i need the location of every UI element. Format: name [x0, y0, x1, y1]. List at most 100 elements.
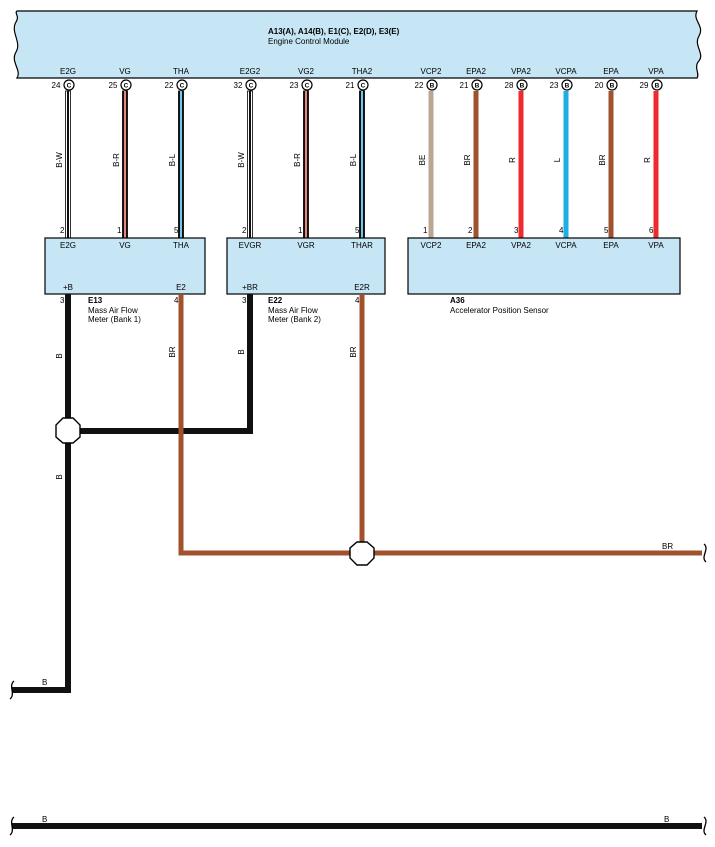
wire-core-vcp2 — [428, 91, 434, 238]
a36-id: A36 — [450, 296, 465, 305]
br-wire-e13-ground — [178, 294, 702, 556]
e22-name-line1: Mass Air Flow — [268, 306, 318, 315]
e22-label-plus-br: +BR — [242, 283, 258, 292]
ecm-terminal-label-tha: THA — [173, 67, 190, 76]
ecm-terminal-label-epa2: EPA2 — [466, 67, 486, 76]
e13-label-plus-b: +B — [63, 283, 73, 292]
wire-code-e2g2: B-W — [237, 152, 246, 168]
wire-core-vg2 — [305, 91, 307, 238]
ecm-connector-letter-vcp2: B — [430, 83, 435, 90]
ecm-connector-letter-vg2: C — [305, 83, 310, 90]
a36-pin-vcpa: 4 — [559, 226, 564, 235]
ecm-connector-letter-epa2: B — [475, 83, 480, 90]
e13-name-line1: Mass Air Flow — [88, 306, 138, 315]
b-label-bottom-right: B — [664, 815, 669, 824]
splice-point-b — [55, 417, 81, 444]
e22-label-e2r: E2R — [354, 283, 370, 292]
ecm-connector-circle-vpa2 — [516, 79, 528, 91]
br-label-e22: BR — [349, 346, 358, 357]
ecm-pin-tha2: 21 — [346, 81, 355, 90]
a36-label-vpa2: VPA2 — [511, 241, 531, 250]
e22-label-thar: THAR — [351, 241, 373, 250]
e22-id: E22 — [268, 296, 283, 305]
wire-code-vg2: B-R — [293, 153, 302, 167]
ecm-connector-letter-tha2: C — [361, 83, 366, 90]
ecm-pin-tha: 22 — [165, 81, 174, 90]
ecm-connector-letter-e2g: C — [67, 83, 72, 90]
ecm-connector-letter-epa: B — [610, 83, 615, 90]
wire-code-epa: BR — [598, 154, 607, 165]
e13-label-e2g: E2G — [60, 241, 76, 250]
wire-epa: BR — [598, 91, 614, 238]
lower-brown-wires — [178, 294, 702, 556]
ecm-connector-letter-tha: C — [180, 83, 185, 90]
a36-label-epa: EPA — [603, 241, 619, 250]
e22-pin-plus-br: 3 — [242, 296, 247, 305]
a36-terminals: 1 VCP2 2 EPA2 3 VPA2 4 VCPA 5 EPA 6 VPA — [421, 226, 665, 250]
break-mark-bottom-left — [9, 816, 15, 836]
ecm-connector-circle-e2g — [63, 79, 75, 91]
ecm-pin-epa: 20 — [595, 81, 604, 90]
a36-pin-vcp2: 1 — [423, 226, 428, 235]
ecm-terminal-label-vpa: VPA — [648, 67, 664, 76]
ecm-pin-vpa: 29 — [640, 81, 649, 90]
wire-code-tha: B-L — [168, 153, 177, 166]
wire-core-epa2 — [473, 91, 479, 238]
ecm-title: A13(A), A14(B), E1(C), E2(D), E3(E) — [268, 27, 400, 36]
wire-vcpa: L — [553, 91, 569, 238]
a36-label-vcp2: VCP2 — [421, 241, 442, 250]
wire-tha: B-L — [168, 90, 184, 239]
ecm-terminal-label-vcpa: VCPA — [555, 67, 577, 76]
a36-pin-vpa2: 3 — [514, 226, 519, 235]
wire-epa2: BR — [463, 91, 479, 238]
a36-label-vcpa: VCPA — [555, 241, 577, 250]
splice-point-br — [349, 541, 375, 566]
ecm-connector-letter-e2g2: C — [249, 83, 254, 90]
e22-terminals: 2 EVGR 1 VGR 5 THAR +BR E2R 3 4 — [239, 226, 373, 305]
wire-core-tha — [180, 91, 182, 238]
ecm-connector-circle-vcpa — [561, 79, 573, 91]
ecm-name: Engine Control Module — [268, 37, 350, 46]
a36-name: Accelerator Position Sensor — [450, 306, 549, 315]
br-label-right: BR — [662, 542, 673, 551]
e22-pin-thar: 5 — [355, 226, 360, 235]
e22-pin-evgr: 2 — [242, 226, 247, 235]
a36-pin-epa: 5 — [604, 226, 609, 235]
wire-e2g: B-W — [55, 90, 71, 239]
ecm-terminal-label-vg2: VG2 — [298, 67, 315, 76]
ecm-pin-vg2: 23 — [290, 81, 299, 90]
wire-vcp2: BE — [418, 91, 434, 238]
break-mark-left-b — [9, 680, 15, 700]
b-label-e13: B — [55, 353, 64, 358]
e13-label-e2: E2 — [176, 283, 186, 292]
wire-core-e2g2 — [249, 91, 251, 238]
a36-label-vpa: VPA — [648, 241, 664, 250]
wire-code-epa2: BR — [463, 154, 472, 165]
wire-core-tha2 — [361, 91, 363, 238]
a36-pin-vpa: 6 — [649, 226, 654, 235]
ecm-terminal-label-epa: EPA — [603, 67, 619, 76]
e13-terminals: 2 E2G 1 VG 5 THA +B E2 3 4 — [60, 226, 190, 305]
e22-label-evgr: EVGR — [239, 241, 262, 250]
e13-pin-plus-b: 3 — [60, 296, 65, 305]
ecm-connector-letter-vcpa: B — [565, 83, 570, 90]
ecm-terminal-label-vg: VG — [119, 67, 131, 76]
a36-label-epa2: EPA2 — [466, 241, 486, 250]
e13-pin-tha: 5 — [174, 226, 179, 235]
a36-pin-epa2: 2 — [468, 226, 473, 235]
e13-pin-e2: 4 — [174, 296, 179, 305]
ecm-pin-e2g2: 32 — [234, 81, 243, 90]
e13-pin-e2g: 2 — [60, 226, 65, 235]
wire-e2g2: B-W — [237, 90, 253, 239]
b-label-bottom-left: B — [42, 815, 47, 824]
ecm-connector-circle-vpa — [651, 79, 663, 91]
break-mark-bottom-right — [703, 816, 707, 836]
wire-vg2: B-R — [293, 90, 309, 239]
ecm-connector-circle-vg2 — [301, 79, 313, 91]
e22-pin-e2r: 4 — [355, 296, 360, 305]
ecm-connector-circle-vg — [120, 79, 132, 91]
e13-pin-vg: 1 — [117, 226, 122, 235]
e22-name-line2: Meter (Bank 2) — [268, 315, 321, 324]
